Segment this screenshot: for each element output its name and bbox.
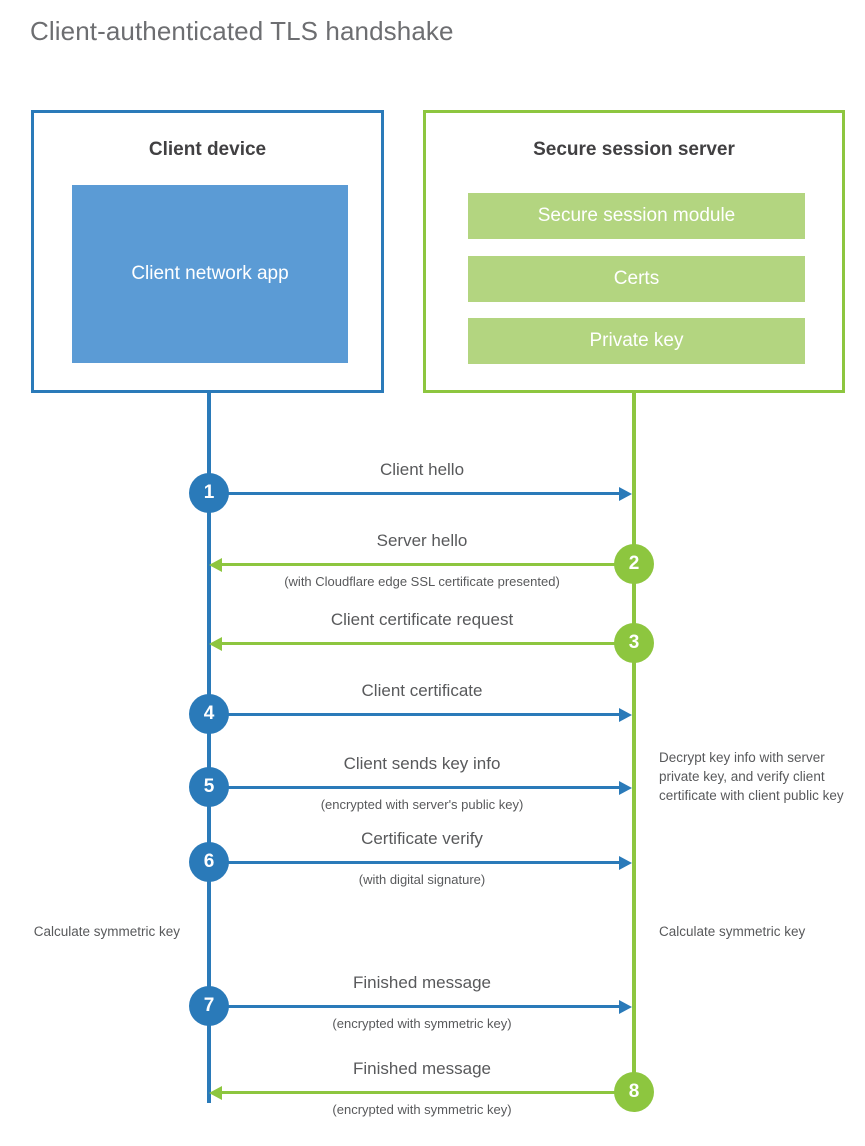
message-sub-8: (encrypted with symmetric key) xyxy=(332,1102,512,1117)
arrow-line-1 xyxy=(209,492,619,495)
lifeline-client xyxy=(207,393,211,1103)
panel-server-title: Secure session server xyxy=(533,139,735,160)
arrow-head-left-3 xyxy=(209,637,222,651)
lifeline-server xyxy=(632,393,636,1093)
arrow-line-4 xyxy=(209,713,619,716)
server-module-secure-session-module: Secure session module xyxy=(468,193,805,239)
arrow-line-6 xyxy=(209,861,619,864)
server-module-certs: Certs xyxy=(468,256,805,302)
arrow-line-3 xyxy=(222,642,634,645)
arrow-line-5 xyxy=(209,786,619,789)
message-label-2: Server hello xyxy=(376,531,468,550)
message-sub-5: (encrypted with server's public key) xyxy=(320,797,524,812)
arrow-head-right-1 xyxy=(619,487,632,501)
message-label-8: Finished message xyxy=(353,1059,491,1078)
message-label-3: Client certificate request xyxy=(330,610,514,629)
arrow-head-right-4 xyxy=(619,708,632,722)
page-title: Client-authenticated TLS handshake xyxy=(30,16,454,46)
message-label-5: Client sends key info xyxy=(343,754,501,773)
arrow-head-left-8 xyxy=(209,1086,222,1100)
arrow-head-right-6 xyxy=(619,856,632,870)
client-network-app-box: Client network app xyxy=(72,185,348,363)
step-bubble-7[interactable]: 7 xyxy=(189,986,229,1026)
panel-secure-session-server: Secure session server Secure session mod… xyxy=(423,110,845,393)
step-bubble-1[interactable]: 1 xyxy=(189,473,229,513)
message-sub-6: (with digital signature) xyxy=(358,872,486,887)
server-module-private-key: Private key xyxy=(468,318,805,364)
step-bubble-3[interactable]: 3 xyxy=(614,623,654,663)
note-client-calculate-symmetric-key: Calculate symmetric key xyxy=(33,924,180,939)
arrow-line-2 xyxy=(222,563,634,566)
arrow-line-7 xyxy=(209,1005,619,1008)
note-server-decrypt: Decrypt key info with server private key… xyxy=(659,750,844,804)
message-label-6: Certificate verify xyxy=(361,829,483,848)
arrow-line-8 xyxy=(222,1091,634,1094)
arrow-head-left-2 xyxy=(209,558,222,572)
message-label-4: Client certificate xyxy=(361,681,483,700)
message-label-1: Client hello xyxy=(379,460,465,479)
message-sub-2: (with Cloudflare edge SSL certificate pr… xyxy=(284,574,560,589)
step-bubble-2[interactable]: 2 xyxy=(614,544,654,584)
panel-client-device: Client device Client network app xyxy=(31,110,384,393)
step-bubble-4[interactable]: 4 xyxy=(189,694,229,734)
arrow-head-right-7 xyxy=(619,1000,632,1014)
step-bubble-5[interactable]: 5 xyxy=(189,767,229,807)
arrow-head-right-5 xyxy=(619,781,632,795)
panel-client-title: Client device xyxy=(148,139,267,160)
message-label-7: Finished message xyxy=(353,973,491,992)
message-sub-7: (encrypted with symmetric key) xyxy=(332,1016,512,1031)
note-server-calculate-symmetric-key: Calculate symmetric key xyxy=(659,924,806,939)
step-bubble-6[interactable]: 6 xyxy=(189,842,229,882)
step-bubble-8[interactable]: 8 xyxy=(614,1072,654,1112)
